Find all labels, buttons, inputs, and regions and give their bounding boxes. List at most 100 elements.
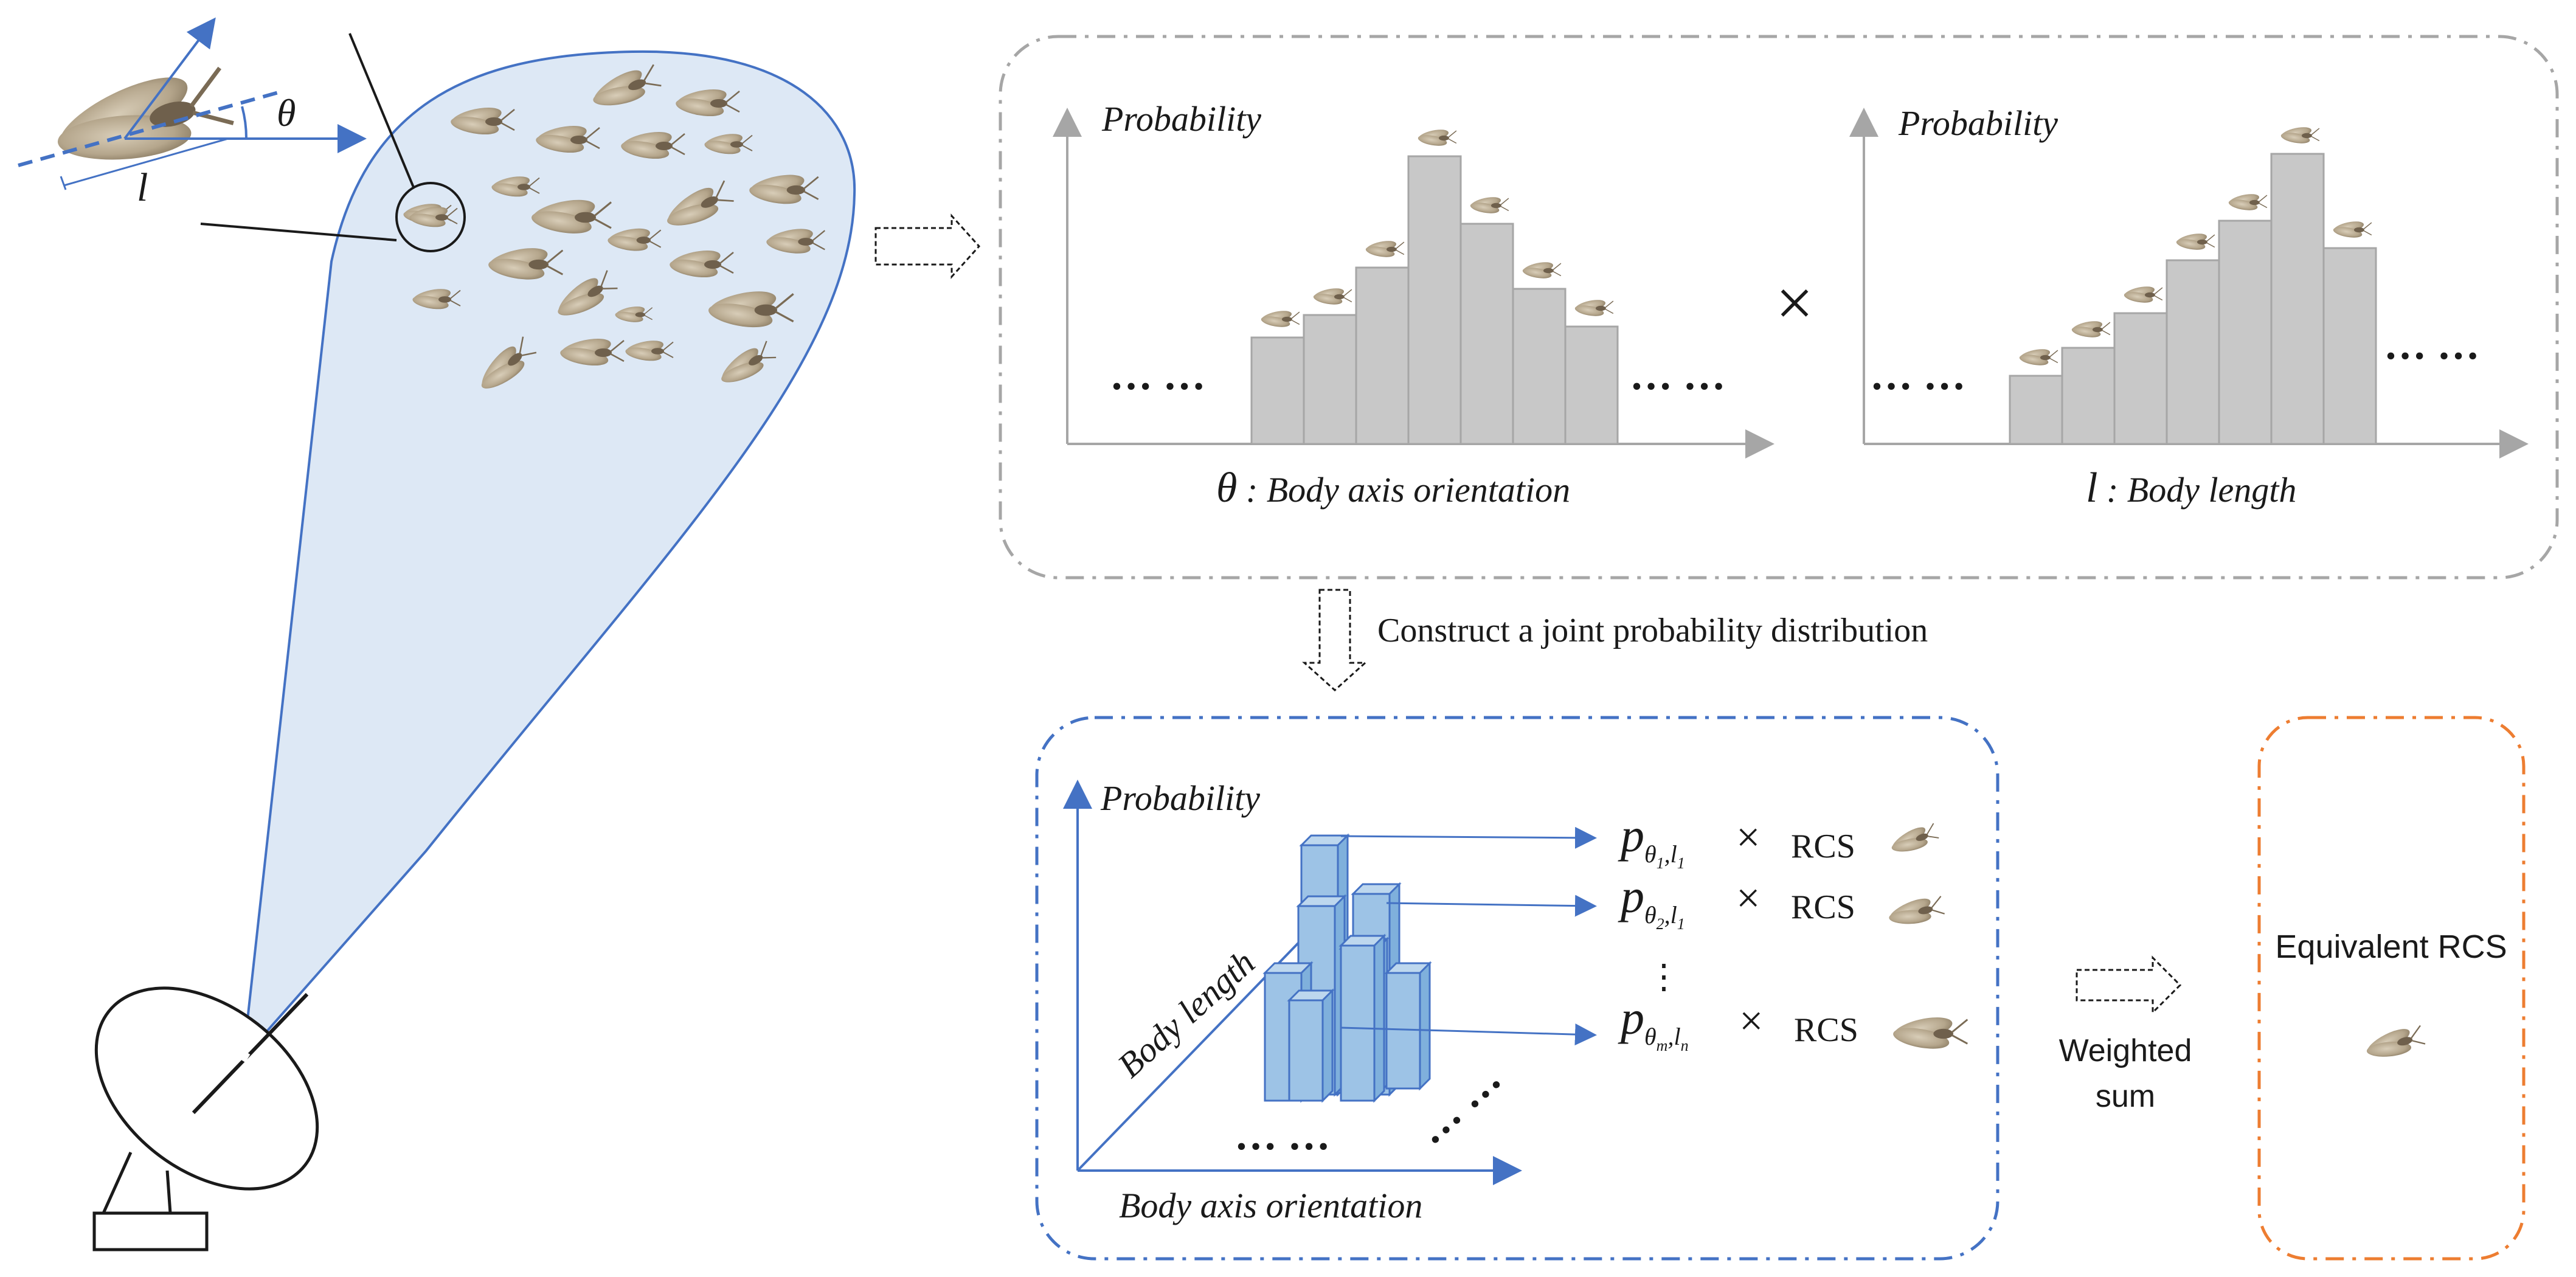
equivalent-rcs-panel (2257, 716, 2526, 1261)
radar-beam (241, 50, 856, 1062)
term-2-rcs: RCS (1791, 888, 1855, 926)
orientation-insect-3 (1364, 238, 1405, 260)
term-2-insect (1884, 890, 1947, 933)
length-bars (2009, 125, 2377, 445)
length-bar-4 (2166, 259, 2220, 445)
hist-length-right-ellipsis: … … (2384, 322, 2480, 369)
histograms-panel (999, 35, 2559, 580)
length-insect-2 (2070, 319, 2111, 340)
term-1-sub-b-idx: 1 (1677, 854, 1685, 872)
joint-xlabel: Body axis orientation (1119, 1186, 1422, 1225)
length-bar-1 (2009, 375, 2063, 445)
joint-bar-7 (1287, 988, 1335, 1103)
term-3: pθm,ln × RCS (1618, 991, 1968, 1054)
orientation-bar-1 (1250, 336, 1305, 445)
insect-geometry: θ l (18, 17, 367, 210)
hist-orientation-xlabel-text: : Body axis orientation (1237, 470, 1570, 510)
orientation-insect-4 (1416, 127, 1457, 148)
highlight-circle (395, 182, 466, 252)
hist-orientation-xlabel-symbol: θ (1216, 465, 1237, 511)
term-1-times: × (1736, 814, 1760, 861)
length-insect-7 (2332, 219, 2372, 240)
equivalent-rcs-insect (2360, 1020, 2428, 1067)
length-insect-6 (2279, 125, 2320, 146)
joint-3d-bars (1262, 833, 1432, 1103)
term-2-times: × (1736, 875, 1760, 922)
hist-length-xlabel: l : Body length (2086, 465, 2296, 511)
orientation-bars (1250, 127, 1619, 445)
term-3-insect (1891, 1012, 1968, 1054)
term-vdots: ⋮ (1647, 958, 1681, 996)
hist-length-ylabel: Probability (1898, 103, 2058, 143)
term-3-rcs: RCS (1794, 1011, 1858, 1049)
term-2-sub-b: l (1671, 901, 1677, 929)
length-insect-1 (2018, 347, 2058, 368)
hist-length-xlabel-symbol: l (2086, 465, 2097, 511)
orientation-bar-5 (1459, 223, 1514, 445)
length-bar-7 (2322, 247, 2377, 445)
term-3-sub-b: l (1674, 1023, 1680, 1050)
term-2-sub-a: θ (1644, 901, 1657, 929)
length-bar-2 (2061, 347, 2116, 445)
hist-length-xlabel-text: : Body length (2097, 470, 2296, 510)
multiply-sign: × (1776, 266, 1813, 340)
joint-bottom-ellipsis: … … (1234, 1112, 1331, 1159)
hist-orientation-xlabel: θ : Body axis orientation (1216, 465, 1570, 511)
theta-symbol: θ (277, 91, 296, 134)
orientation-bar-7 (1564, 325, 1619, 445)
length-bar-3 (2113, 312, 2168, 445)
term-2-p: p (1618, 870, 1644, 922)
svg-text:pθm,ln: pθm,ln (1618, 991, 1689, 1054)
term-3-sub-a: θ (1644, 1023, 1657, 1050)
length-insect-5 (2227, 192, 2268, 213)
length-insect-4 (2175, 231, 2215, 252)
hist-orientation-ylabel: Probability (1101, 99, 1261, 139)
term-1-p: p (1618, 809, 1644, 862)
connector-arrow-3 (1340, 1023, 1597, 1046)
term-2: pθ2,l1 × RCS (1618, 870, 1947, 933)
radar-beam-panel: θ l (18, 17, 856, 1251)
weighted-sum-line1: Weighted (2059, 1033, 2192, 1068)
orientation-insect-5 (1469, 195, 1509, 216)
hollow-arrow-down (1302, 589, 1368, 692)
hist-length: Probability … … … … l : Body length (1849, 103, 2529, 511)
orientation-bar-2 (1303, 314, 1357, 445)
joint-diag-label: Body length (1110, 943, 1262, 1085)
connector-arrow-1 (1340, 826, 1597, 849)
term-1-insect (1885, 818, 1942, 860)
hollow-arrow-right-2 (2076, 955, 2182, 1015)
connector-arrow-2 (1386, 895, 1597, 917)
joint-bar-5 (1384, 961, 1432, 1091)
term-1-rcs: RCS (1791, 828, 1855, 865)
joint-panel (1035, 716, 2000, 1261)
orientation-bar-3 (1355, 266, 1410, 445)
orientation-insect-2 (1312, 286, 1352, 307)
construct-label: Construct a joint probability distributi… (1377, 612, 1928, 649)
orientation-insect-6 (1521, 260, 1562, 281)
radar-base (92, 1211, 209, 1251)
term-1-sub-b: l (1671, 840, 1677, 868)
equivalent-rcs-label: Equivalent RCS (2275, 929, 2507, 965)
length-bar-6 (2270, 153, 2325, 445)
term-1: pθ1,l1 × RCS (1618, 809, 1942, 872)
term-3-sub-b-idx: n (1681, 1037, 1689, 1054)
weighted-sum-line2: sum (2096, 1079, 2155, 1114)
length-symbol: l (137, 165, 148, 210)
orientation-bar-6 (1512, 288, 1567, 445)
joint-ylabel: Probability (1100, 778, 1260, 818)
term-3-p: p (1618, 991, 1644, 1044)
hist-orientation-right-ellipsis: … … (1630, 352, 1726, 399)
hollow-arrow-right-1 (874, 213, 981, 279)
hist-length-left-ellipsis: … … (1870, 352, 1966, 399)
hist-orientation-left-ellipsis: … … (1110, 352, 1206, 399)
term-3-sub-a-idx: m (1657, 1037, 1668, 1054)
svg-text:pθ1,l1: pθ1,l1 (1618, 809, 1685, 872)
hist-orientation: Probability … … … … θ : Body axis orient… (1053, 99, 1774, 511)
length-bar-5 (2218, 220, 2273, 445)
radar-dish (92, 986, 319, 1251)
orientation-bar-4 (1407, 155, 1462, 445)
orientation-insect-7 (1573, 297, 1614, 319)
svg-text:pθ2,l1: pθ2,l1 (1618, 870, 1685, 933)
joint-bar-8 (1338, 933, 1387, 1103)
